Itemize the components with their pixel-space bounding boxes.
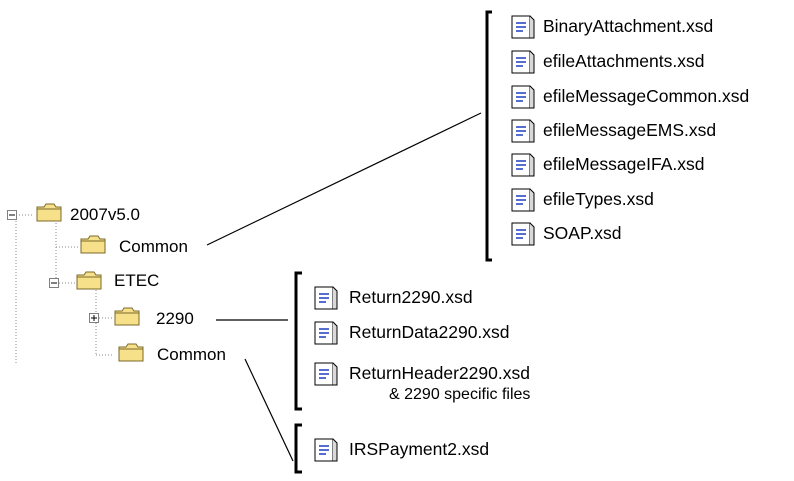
document-icon (511, 153, 535, 182)
folder-icon (80, 234, 106, 259)
document-icon (511, 15, 535, 44)
minus-icon[interactable] (7, 210, 17, 220)
connector-lines (206, 112, 482, 462)
file-label[interactable]: efileMessageCommon.xsd (543, 86, 750, 106)
file-label[interactable]: efileMessageEMS.xsd (543, 120, 717, 140)
tree-etec-common-label[interactable]: Common (157, 345, 226, 364)
file-label[interactable]: efileTypes.xsd (543, 189, 654, 209)
minus-icon[interactable] (49, 278, 59, 288)
document-icon (511, 222, 535, 251)
document-icon (511, 50, 535, 79)
document-icon (314, 438, 338, 467)
document-icon (314, 362, 338, 391)
document-icon (511, 188, 535, 217)
file-label[interactable]: SOAP.xsd (543, 223, 622, 243)
file-label[interactable]: efileMessageIFA.xsd (543, 154, 705, 174)
tree-root-label[interactable]: 2007v5.0 (70, 205, 140, 224)
folder-icon (114, 306, 140, 331)
document-icon (314, 321, 338, 350)
tree-common-label[interactable]: Common (119, 237, 188, 256)
brackets (294, 10, 492, 474)
file-label[interactable]: ReturnHeader2290.xsd (349, 363, 530, 383)
file-label[interactable]: Return2290.xsd (349, 287, 473, 307)
file-label[interactable]: ReturnData2290.xsd (349, 322, 510, 342)
plus-icon[interactable] (89, 313, 99, 323)
folder-icon (36, 202, 62, 227)
document-icon (511, 119, 535, 148)
tree-2290-label[interactable]: 2290 (156, 309, 194, 328)
document-icon (314, 286, 338, 315)
folder-icon (118, 342, 144, 367)
file-label[interactable]: efileAttachments.xsd (543, 51, 705, 71)
tree-etec-label[interactable]: ETEC (114, 271, 160, 290)
group-note: & 2290 specific files (389, 386, 531, 403)
folder-icon (76, 270, 102, 295)
file-label[interactable]: IRSPayment2.xsd (349, 439, 490, 459)
document-icon (511, 85, 535, 114)
file-label[interactable]: BinaryAttachment.xsd (543, 16, 714, 36)
